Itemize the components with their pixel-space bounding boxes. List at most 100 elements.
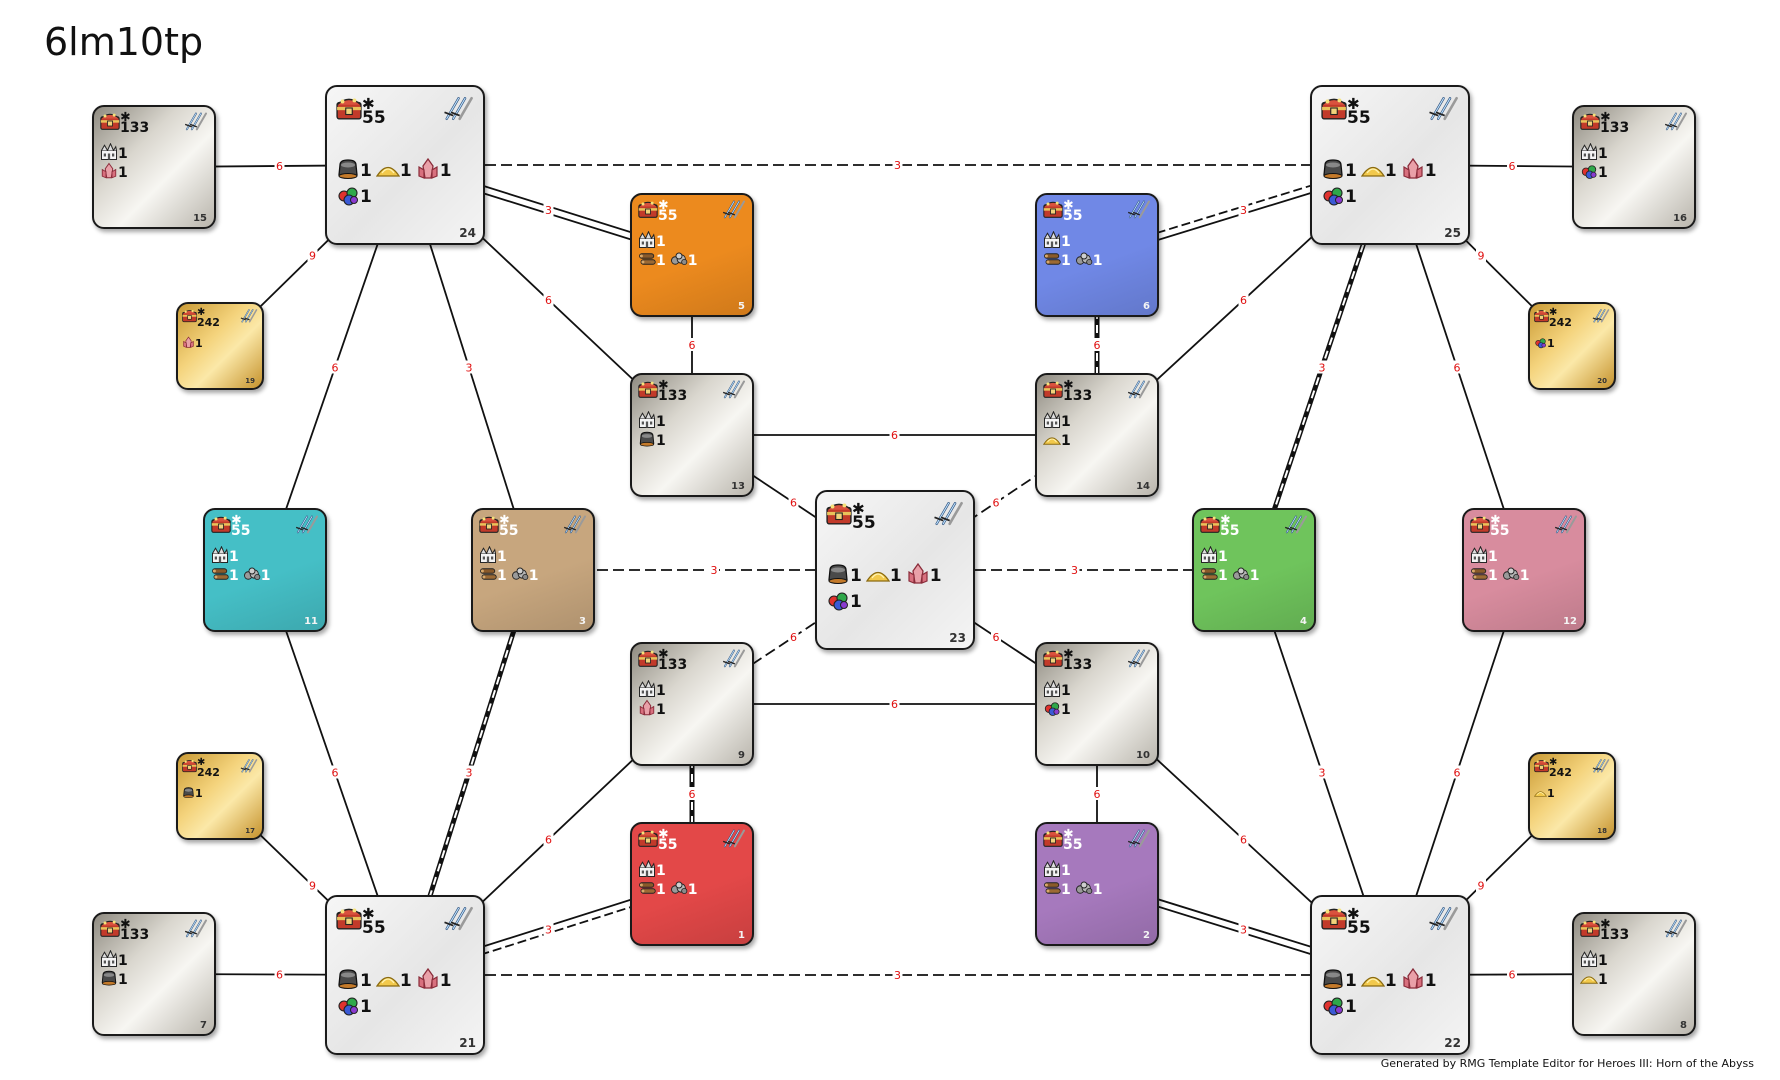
- ore-rocks-icon: [670, 250, 688, 272]
- edge-label-bg: [889, 428, 900, 441]
- zone-22[interactable]: ✱55 1 1 1: [1310, 895, 1470, 1055]
- town-icon: [100, 949, 118, 972]
- zone-1[interactable]: ✱55 1 1: [630, 822, 754, 946]
- zone-12[interactable]: ✱55 1 1: [1462, 508, 1586, 632]
- resource-count: 1: [118, 972, 128, 988]
- zone-number: 24: [459, 226, 476, 240]
- ore-cart-icon: [638, 430, 656, 452]
- town-icon: [638, 679, 656, 702]
- edge-label-bg: [543, 922, 554, 936]
- resource-count: 1: [1061, 882, 1071, 898]
- zone-21[interactable]: ✱55 1 1 1: [325, 895, 485, 1055]
- edge-label-bg: [788, 495, 799, 509]
- star-icon: ✱: [1063, 826, 1074, 842]
- edge-weight-label: 6: [689, 339, 696, 352]
- crystal-icon: [906, 562, 930, 590]
- resource-count: 1: [656, 702, 666, 718]
- edge-weight-label: 3: [466, 767, 473, 780]
- zone-2[interactable]: ✱55 1 1: [1035, 822, 1159, 946]
- sulfur-icon: [1360, 967, 1386, 995]
- zone-town-row: 1: [211, 545, 239, 568]
- edge-label-bg: [274, 967, 285, 981]
- edge-weight-label: 9: [309, 250, 316, 263]
- zone-treasure-row: ✱55: [336, 95, 474, 126]
- resource-count: 1: [1547, 787, 1555, 800]
- zone-4[interactable]: ✱55 1 1: [1192, 508, 1316, 632]
- edge-weight-label: 3: [1319, 767, 1326, 780]
- edge-label-bg: [1092, 338, 1102, 351]
- zone-resource-row: 1 1: [211, 565, 271, 587]
- town-icon: [638, 230, 656, 253]
- zone-resource-row: 1 1: [479, 565, 539, 587]
- zone-number: 9: [738, 750, 745, 761]
- crossed-swords-icon: [295, 514, 319, 538]
- edge-weight-label: 6: [276, 969, 283, 982]
- crossed-swords-icon: [1592, 308, 1610, 327]
- crossed-swords-icon: [1554, 514, 1578, 538]
- footer-credit: Generated by RMG Template Editor for Her…: [1380, 1057, 1754, 1070]
- zone-number: 7: [200, 1020, 207, 1031]
- ore-rocks-icon: [511, 565, 529, 587]
- zone-treasure-row: ✱133: [638, 648, 746, 672]
- star-icon: ✱: [1220, 512, 1231, 528]
- treasure-chest-icon: [1534, 308, 1549, 327]
- town-count: 1: [1598, 953, 1608, 969]
- zone-11[interactable]: ✱55 1 1: [203, 508, 327, 632]
- treasure-value: 55: [499, 523, 519, 540]
- treasure-value: 55: [1220, 523, 1240, 540]
- zone-25[interactable]: ✱55 1 1 1: [1310, 85, 1470, 245]
- zone-resource-row: 1 1: [1043, 879, 1103, 901]
- treasure-value: 133: [658, 657, 688, 674]
- wood-icon: [211, 565, 229, 587]
- treasure-value: 133: [120, 927, 150, 944]
- town-count: 1: [656, 414, 666, 430]
- sulfur-icon: [1042, 430, 1062, 452]
- town-count: 1: [118, 146, 128, 162]
- crossed-swords-icon: [240, 308, 258, 327]
- treasure-value: 242: [1549, 765, 1572, 779]
- zone-3[interactable]: ✱55 1 1: [471, 508, 595, 632]
- crossed-swords-icon: [1127, 648, 1151, 672]
- zone-24[interactable]: ✱55 1 1 1: [325, 85, 485, 245]
- zone-23[interactable]: ✱55 1 1 1: [815, 490, 975, 650]
- zone-number: 3: [579, 616, 586, 627]
- zone-resource-row: 1 1 1: [1321, 157, 1437, 185]
- treasure-chest-icon: [1043, 828, 1063, 852]
- zone-number: 15: [193, 213, 207, 224]
- zone-treasure-row: ✱55: [479, 514, 587, 538]
- zone-resource-row: 1 1 1: [336, 967, 452, 995]
- zone-treasure-row: ✱55: [1321, 95, 1459, 126]
- ore-cart-icon: [182, 784, 195, 803]
- edge-label-bg: [991, 495, 1001, 509]
- star-icon: ✱: [120, 916, 131, 932]
- ore-cart-icon: [826, 562, 850, 590]
- zone-treasure-row: ✱133: [638, 379, 746, 403]
- zone-9[interactable]: ✱133 1 1 9: [630, 642, 754, 766]
- zone-5[interactable]: ✱55 1 1: [630, 193, 754, 317]
- resource-count: 1: [1424, 971, 1437, 991]
- edge-weight-label: 6: [891, 429, 898, 442]
- zone-6[interactable]: ✱55 1 1: [1035, 193, 1159, 317]
- zone-number: 14: [1136, 481, 1150, 492]
- edge-weight-label: 3: [1071, 564, 1078, 577]
- edge-weight-label: 6: [1454, 362, 1461, 375]
- zone-treasure-row: ✱55: [638, 199, 746, 223]
- treasure-chest-icon: [211, 514, 231, 538]
- edge-weight-label: 6: [1509, 160, 1516, 173]
- zone-town-row: 1: [1580, 142, 1608, 165]
- resource-count: 1: [1384, 161, 1397, 181]
- gems-icon: [1534, 334, 1547, 353]
- zone-town-row: 1: [638, 679, 666, 702]
- treasure-chest-icon: [1470, 514, 1490, 538]
